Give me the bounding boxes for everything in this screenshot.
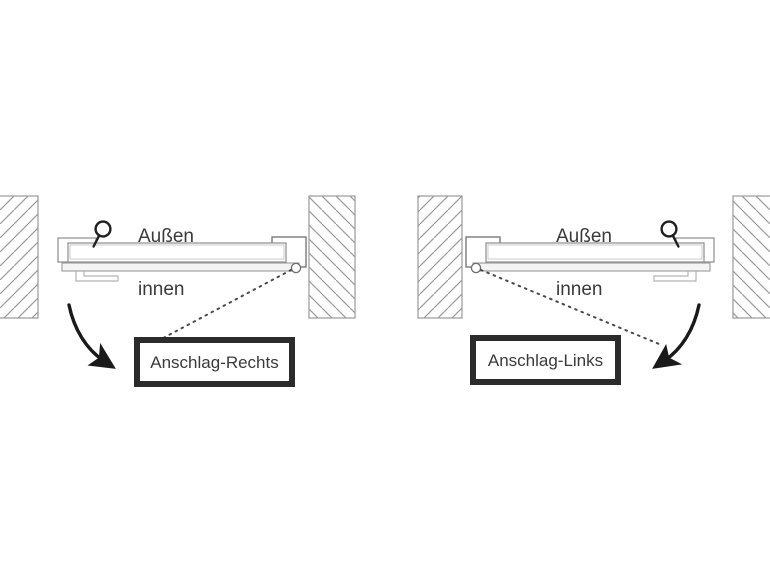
hinge-pin-icon <box>290 262 302 274</box>
door-handle-icon <box>92 220 112 248</box>
curved-arrow-icon <box>652 303 701 369</box>
door-latch-plate <box>75 271 119 282</box>
callout-box-anschlag-rechts[interactable]: Anschlag-Rechts <box>134 337 295 387</box>
hatched-wall-right <box>732 195 770 319</box>
door-panel <box>485 242 705 263</box>
dotted-leader-line <box>151 269 292 345</box>
outside-label: Außen <box>556 226 612 247</box>
door-latch-plate <box>653 271 697 282</box>
diagram-anschlag-rechts: Außen innen Anschlag-Rechts <box>0 195 356 387</box>
hatched-wall-left <box>417 195 463 319</box>
diagram-anschlag-links: Außen innen Anschlag-Links <box>417 195 770 385</box>
curved-arrow-icon <box>67 303 116 369</box>
door-handle-icon <box>660 220 680 248</box>
door-panel <box>67 242 287 263</box>
outside-label: Außen <box>138 226 194 247</box>
callout-label-right: Anschlag-Rechts <box>150 353 279 372</box>
hatched-wall-left <box>0 195 39 319</box>
door-threshold-strip <box>61 262 300 272</box>
callout-box-anschlag-links[interactable]: Anschlag-Links <box>470 335 621 385</box>
hinge-pin-icon <box>470 262 482 274</box>
door-threshold-strip <box>472 262 711 272</box>
hatched-wall-right <box>308 195 356 319</box>
dotted-leader-line <box>480 269 660 345</box>
callout-label-left: Anschlag-Links <box>488 351 603 370</box>
inside-label: innen <box>556 279 603 300</box>
inside-label: innen <box>138 279 185 300</box>
